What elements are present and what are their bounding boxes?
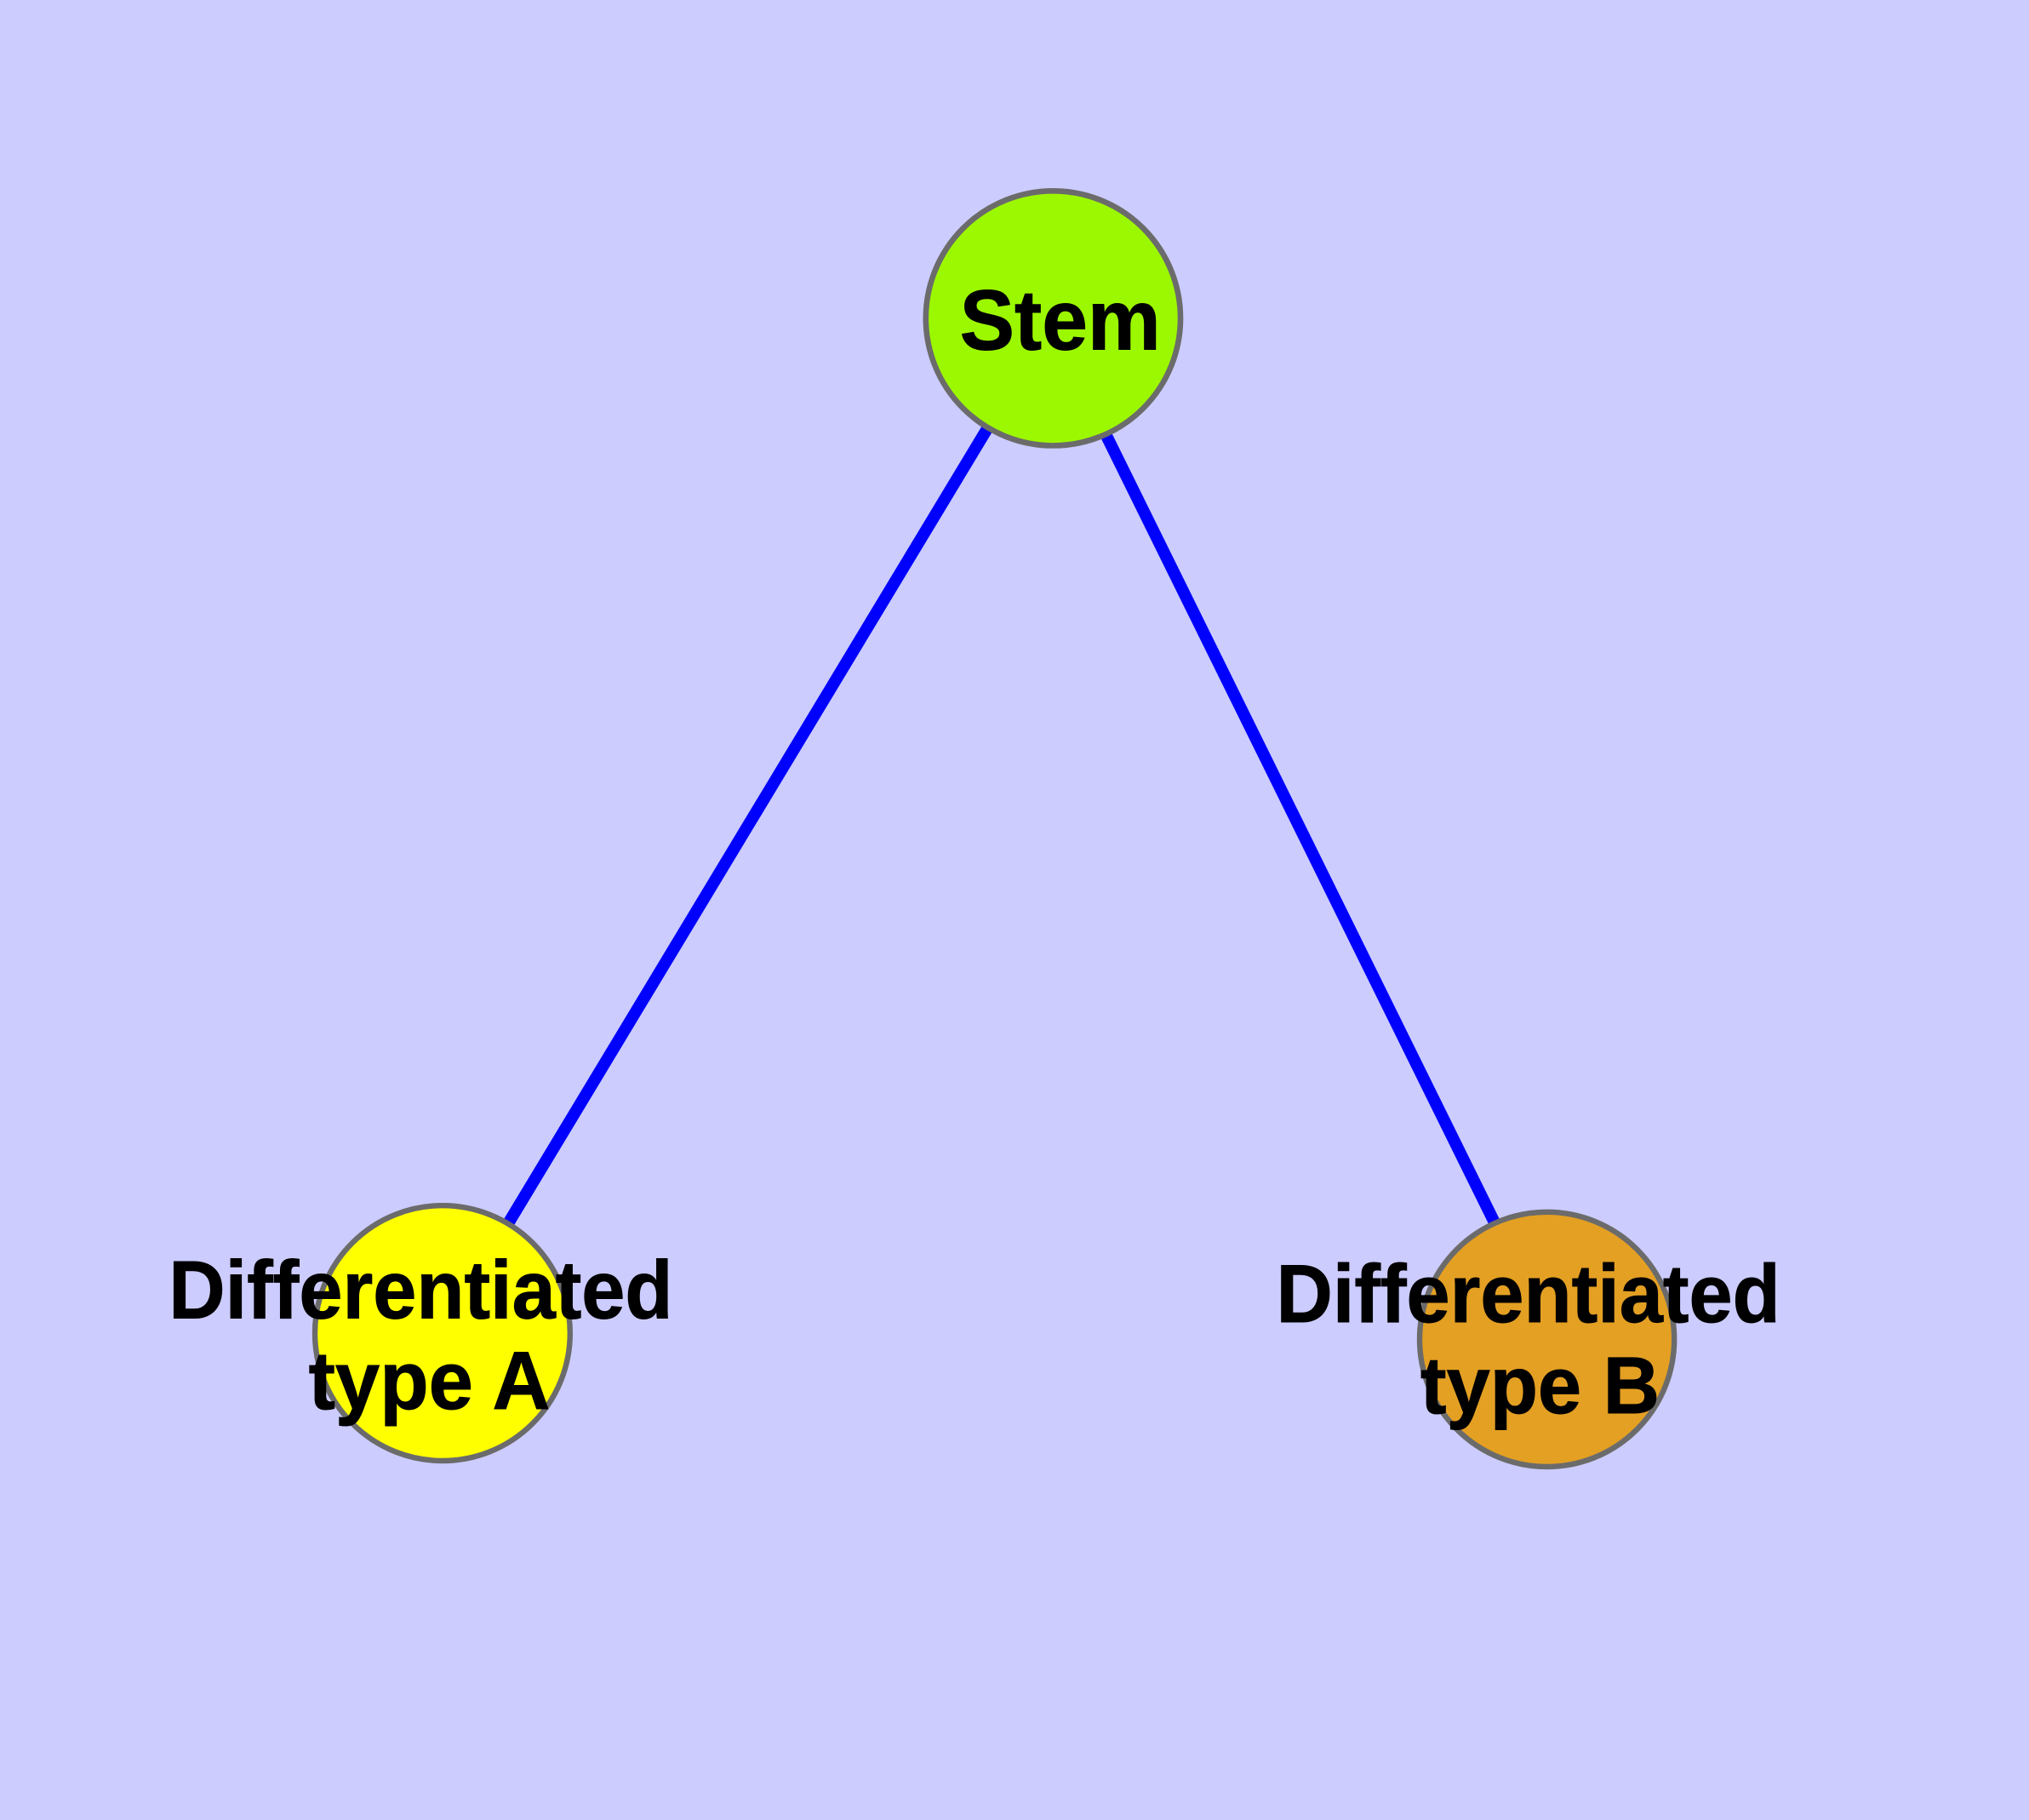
svg-text:Stem: Stem: [960, 272, 1161, 368]
svg-text:type A: type A: [309, 1336, 551, 1428]
svg-text:Differentiated: Differentiated: [1276, 1248, 1780, 1340]
svg-text:Differentiated: Differentiated: [169, 1245, 672, 1336]
svg-text:type B: type B: [1420, 1340, 1660, 1431]
